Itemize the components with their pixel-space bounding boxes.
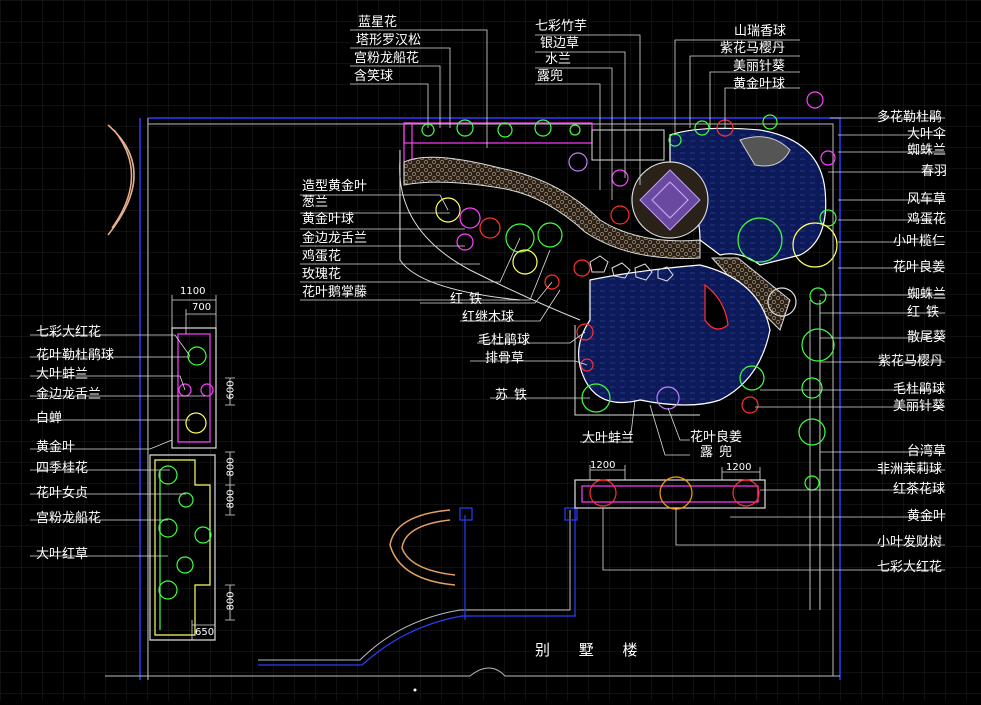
label-top-2: 宫粉龙船花 — [354, 51, 420, 66]
stepping-stones — [589, 255, 674, 282]
label-left-8: 宫粉龙船花 — [36, 511, 102, 526]
dim-bed-w1: 1200 — [590, 460, 616, 471]
dim-left-bottom: 650 — [195, 627, 215, 638]
label-mid-4: 鸡蛋花 — [302, 249, 342, 264]
label-right-3: 春羽 — [921, 164, 948, 179]
label-left-0: 七彩大红花 — [36, 325, 102, 340]
label-mid-2: 黄金叶球 — [302, 212, 355, 227]
left-planting-beds — [149, 327, 217, 641]
label-top-5: 银边草 — [540, 36, 580, 51]
door-arcs — [107, 124, 456, 586]
dim-left-h2: 800 — [225, 457, 237, 477]
pavilion — [631, 161, 709, 239]
label-mid-10: 排骨草 — [485, 351, 525, 366]
label-top-7: 露兜 — [537, 69, 564, 84]
label-right-4: 风车草 — [907, 192, 947, 207]
label-left-9: 大叶红草 — [36, 547, 89, 562]
label-mid-0: 造型黄金叶 — [302, 179, 368, 194]
dim-left-w2: 700 — [192, 302, 212, 313]
leader-lines — [30, 29, 945, 571]
label-right-12: 毛杜鹃球 — [893, 382, 946, 397]
label-top-10: 美丽针葵 — [733, 59, 786, 74]
label-right-16: 红茶花球 — [893, 482, 946, 497]
label-right-17: 黄金叶 — [907, 509, 947, 524]
label-mid-13: 花叶良姜 — [690, 430, 743, 445]
dim-left-h1: 600 — [225, 380, 237, 400]
label-mid-3: 金边龙舌兰 — [302, 231, 368, 246]
label-left-1: 花叶勒杜鹃球 — [36, 348, 115, 363]
label-top-0: 蓝星花 — [358, 15, 398, 30]
label-mid-1: 葱兰 — [302, 195, 329, 210]
label-top-8: 山瑞香球 — [734, 24, 787, 39]
label-left-7: 花叶女贞 — [36, 486, 89, 501]
label-right-13: 美丽针葵 — [893, 399, 946, 414]
label-right-1: 大叶伞 — [907, 127, 947, 142]
label-top-4: 七彩竹芋 — [535, 19, 588, 34]
label-right-19: 七彩大红花 — [877, 560, 943, 575]
label-right-10: 散尾葵 — [907, 330, 947, 345]
site-boundary — [105, 117, 841, 680]
label-right-9: 红铁 — [907, 305, 946, 320]
dim-left-h4: 800 — [225, 591, 237, 611]
label-left-3: 金边龙舌兰 — [36, 387, 102, 402]
label-mid-14: 露兜 — [700, 445, 739, 460]
dim-bed-w2: 1200 — [726, 462, 752, 473]
label-right-14: 台湾草 — [907, 444, 947, 459]
label-top-6: 水兰 — [545, 52, 572, 67]
plant-symbols — [158, 91, 838, 600]
label-mid-6: 花叶鹅掌藤 — [302, 285, 368, 300]
label-right-15: 非洲茉莉球 — [877, 462, 943, 477]
label-mid-5: 玫瑰花 — [302, 267, 342, 282]
building-label: 别 墅 楼 — [535, 641, 650, 659]
label-top-11: 黄金叶球 — [733, 77, 786, 92]
dimension-lines — [171, 295, 761, 640]
label-right-2: 蜘蛛兰 — [907, 143, 947, 158]
label-mid-12: 大叶蚌兰 — [582, 431, 635, 446]
label-top-9: 紫花马樱丹 — [720, 41, 786, 56]
label-right-18: 小叶发财树 — [877, 535, 943, 550]
pond — [574, 127, 827, 416]
label-mid-9: 毛杜鹃球 — [478, 333, 531, 348]
label-left-4: 白蝉 — [36, 411, 63, 426]
label-left-2: 大叶蚌兰 — [36, 367, 89, 382]
label-right-0: 多花勒杜鹃 — [877, 110, 943, 125]
dim-left-h3: 800 — [225, 489, 237, 509]
label-right-8: 蜘蛛兰 — [907, 287, 947, 302]
label-mid-8: 红继木球 — [462, 310, 515, 325]
label-right-5: 鸡蛋花 — [907, 212, 947, 227]
label-top-3: 含笑球 — [354, 69, 394, 84]
dim-left-w1: 1100 — [180, 286, 206, 297]
label-right-6: 小叶榄仁 — [893, 234, 946, 249]
label-left-6: 四季桂花 — [36, 461, 89, 476]
label-right-11: 紫花马樱丹 — [878, 354, 944, 369]
label-mid-11: 苏铁 — [495, 388, 534, 403]
label-top-1: 塔形罗汉松 — [356, 33, 422, 48]
label-mid-7: 红铁 — [450, 292, 489, 307]
label-left-5: 黄金叶 — [36, 440, 76, 455]
label-right-7: 花叶良姜 — [893, 260, 946, 275]
